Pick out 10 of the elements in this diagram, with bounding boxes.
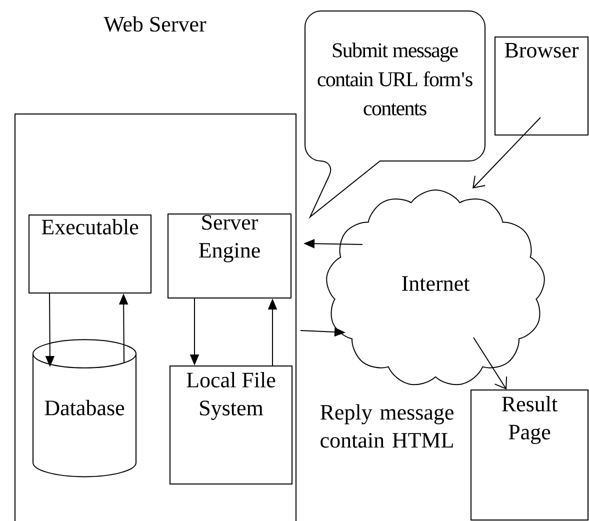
process-box: Browser [494,36,588,136]
process-box: Server Engine [168,214,292,298]
process-box: Executable [28,214,152,294]
speech-bubble: Submit message contain URL form's contents [304,10,486,218]
database-cylinder: Database [32,339,136,478]
arrow [472,117,541,188]
note-text: Reply message contain HTML [320,404,454,448]
process-box: Local File System [170,366,292,484]
process-box: Result Page [470,390,588,520]
arrow [473,337,508,390]
